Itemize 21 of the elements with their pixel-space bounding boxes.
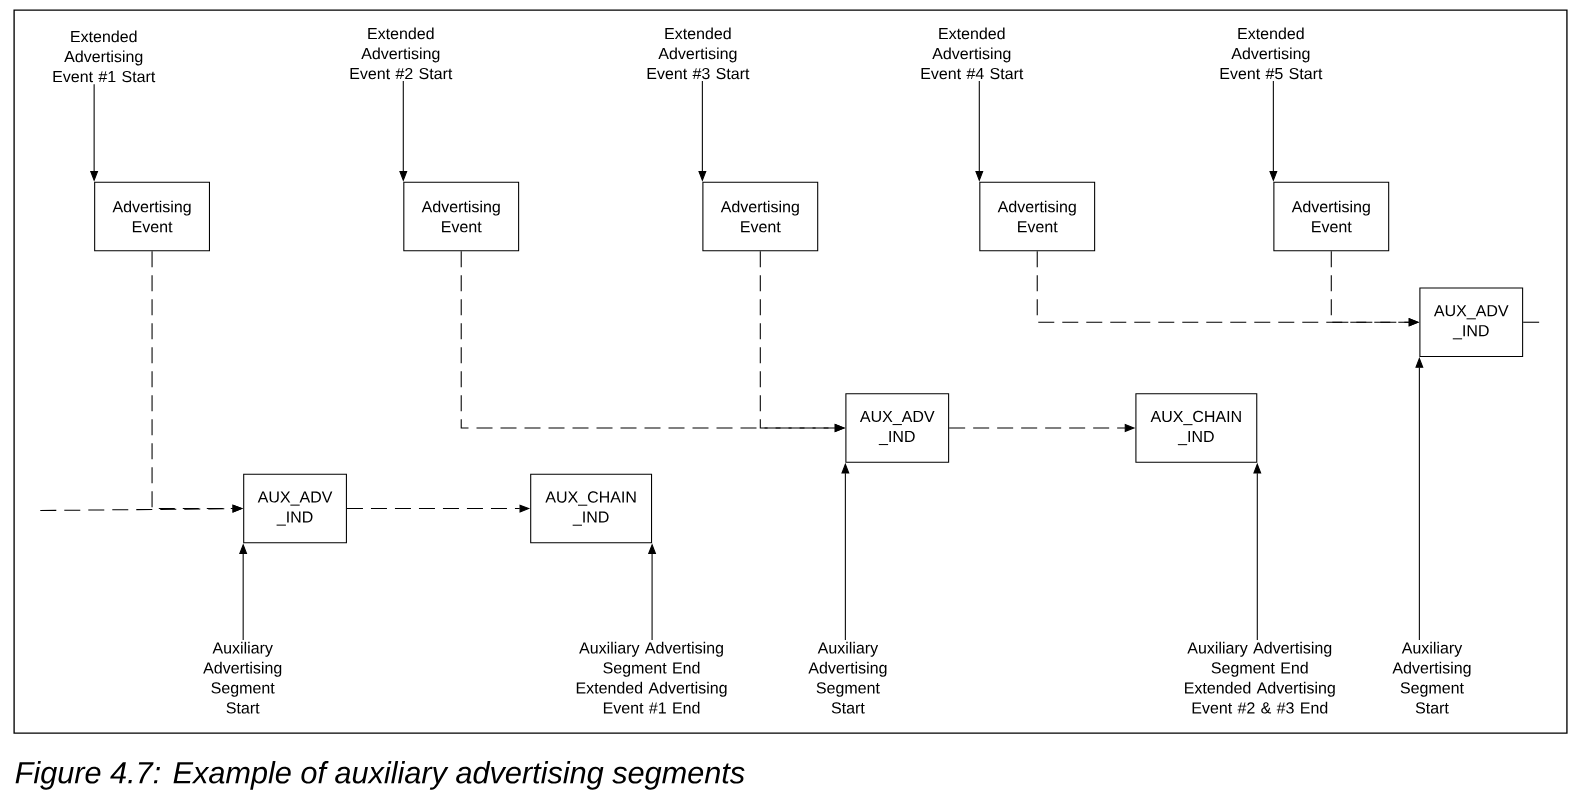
process-box: Advertising Event: [94, 181, 210, 252]
process-box: AUX_ADV _IND: [243, 473, 347, 544]
annotation-text: Auxiliary Advertising Segment Start: [808, 641, 887, 714]
process-box: AUX_ADV _IND: [845, 393, 950, 463]
annotation-text: Extended Advertising Event #1 Start: [53, 30, 156, 83]
process-box: AUX_CHAIN _IND: [1135, 393, 1258, 463]
annotation-text: Auxiliary Advertising Segment Start: [1392, 641, 1471, 714]
process-box: Advertising Event: [702, 181, 819, 252]
process-box: AUX_CHAIN _IND: [530, 473, 653, 544]
annotation-text: Auxiliary Advertising Segment End Extended Advertising Event #1 End: [576, 641, 727, 714]
annotation-text: Extended Advertising Event #5 Start: [1220, 27, 1323, 80]
annotation-text: Extended Advertising Event #4 Start: [921, 27, 1024, 80]
process-box: Advertising Event: [1273, 181, 1390, 252]
annotation-text: Auxiliary Advertising Segment End Extended Advertising Event #2 & #3 End: [1185, 641, 1335, 714]
annotation-text: Extended Advertising Event #2 Start: [350, 27, 453, 80]
annotation-text: Extended Advertising Event #3 Start: [647, 27, 750, 80]
process-box: Advertising Event: [979, 181, 1096, 252]
annotation-text: Auxiliary Advertising Segment Start: [203, 641, 282, 714]
figure-caption: Figure 4.7: Example of auxiliary advertising segments: [15, 761, 745, 790]
process-box: AUX_ADV _IND: [1419, 287, 1524, 357]
process-box: Advertising Event: [403, 181, 520, 252]
